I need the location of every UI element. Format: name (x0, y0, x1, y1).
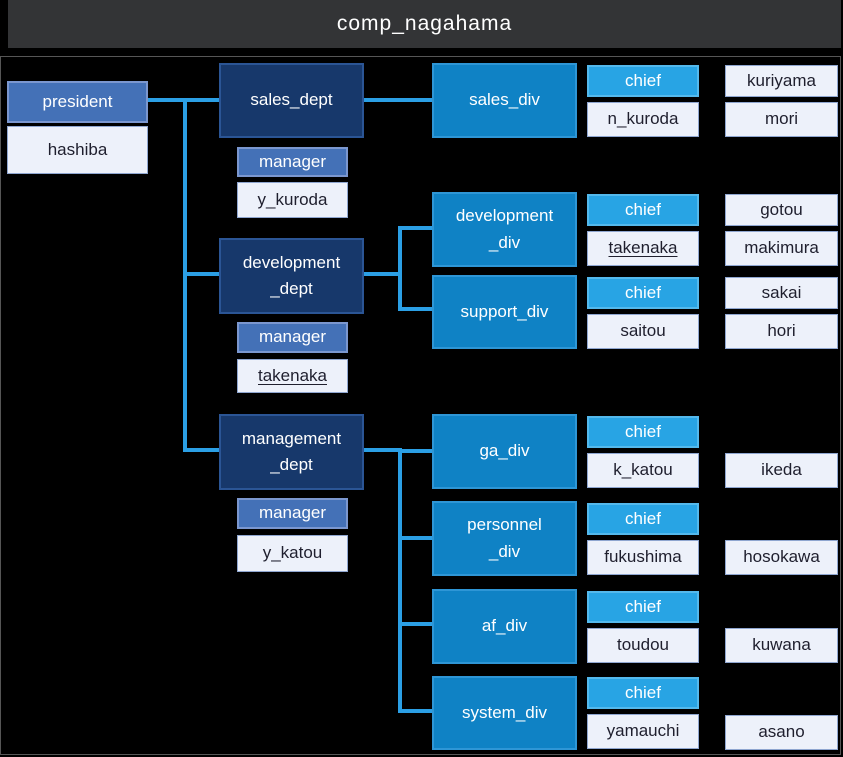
name-manager-sales[interactable]: y_kuroda (237, 182, 348, 218)
badge-chief-support[interactable]: chief (587, 277, 699, 309)
connector-line (402, 709, 432, 713)
name-chief-support[interactable]: saitou (587, 314, 699, 349)
connector-line (187, 448, 219, 452)
node-president[interactable]: president (7, 81, 148, 123)
name-staff-gotou[interactable]: gotou (725, 194, 838, 226)
connector-line (402, 307, 432, 311)
connector-line (398, 226, 402, 311)
node-div-sales[interactable]: sales_div (432, 63, 577, 138)
badge-manager-sales[interactable]: manager (237, 147, 348, 177)
node-div-system[interactable]: system_div (432, 676, 577, 750)
connector-line (364, 272, 402, 276)
node-div-ga[interactable]: ga_div (432, 414, 577, 489)
connector-line (364, 98, 432, 102)
badge-chief-ga[interactable]: chief (587, 416, 699, 448)
name-chief-development[interactable]: takenaka (587, 231, 699, 266)
node-div-personnel[interactable]: personnel _div (432, 501, 577, 576)
name-staff-asano[interactable]: asano (725, 715, 838, 750)
node-div-af[interactable]: af_div (432, 589, 577, 664)
name-chief-personnel[interactable]: fukushima (587, 540, 699, 575)
name-staff-hori[interactable]: hori (725, 314, 838, 349)
connector-line (183, 98, 187, 452)
window-title: comp_nagahama (336, 12, 513, 35)
badge-manager-development[interactable]: manager (237, 322, 348, 353)
name-manager-development[interactable]: takenaka (237, 359, 348, 393)
name-staff-makimura[interactable]: makimura (725, 231, 838, 266)
name-staff-sakai[interactable]: sakai (725, 277, 838, 309)
node-dept-sales[interactable]: sales_dept (219, 63, 364, 138)
node-dept-development[interactable]: development _dept (219, 238, 364, 314)
name-chief-af[interactable]: toudou (587, 628, 699, 663)
name-staff-ikeda[interactable]: ikeda (725, 453, 838, 488)
connector-line (364, 448, 402, 452)
connector-line (402, 226, 432, 230)
connector-line (402, 536, 432, 540)
node-div-development[interactable]: development _div (432, 192, 577, 267)
badge-manager-management[interactable]: manager (237, 498, 348, 529)
name-staff-kuwana[interactable]: kuwana (725, 628, 838, 663)
node-div-support[interactable]: support_div (432, 275, 577, 349)
badge-chief-personnel[interactable]: chief (587, 503, 699, 535)
badge-chief-system[interactable]: chief (587, 677, 699, 709)
name-chief-system[interactable]: yamauchi (587, 714, 699, 749)
badge-chief-sales[interactable]: chief (587, 65, 699, 97)
badge-chief-development[interactable]: chief (587, 194, 699, 226)
node-dept-management[interactable]: management _dept (219, 414, 364, 490)
name-staff-mori[interactable]: mori (725, 102, 838, 137)
name-manager-management[interactable]: y_katou (237, 535, 348, 572)
name-chief-sales[interactable]: n_kuroda (587, 102, 699, 137)
badge-chief-af[interactable]: chief (587, 591, 699, 623)
connector-line (187, 272, 219, 276)
connector-line (398, 449, 402, 713)
connector-line (402, 449, 432, 453)
window-titlebar: comp_nagahama (8, 0, 841, 48)
node-president-name[interactable]: hashiba (7, 126, 148, 174)
name-staff-kuriyama[interactable]: kuriyama (725, 65, 838, 97)
name-staff-hosokawa[interactable]: hosokawa (725, 540, 838, 575)
name-chief-ga[interactable]: k_katou (587, 453, 699, 488)
connector-line (402, 622, 432, 626)
